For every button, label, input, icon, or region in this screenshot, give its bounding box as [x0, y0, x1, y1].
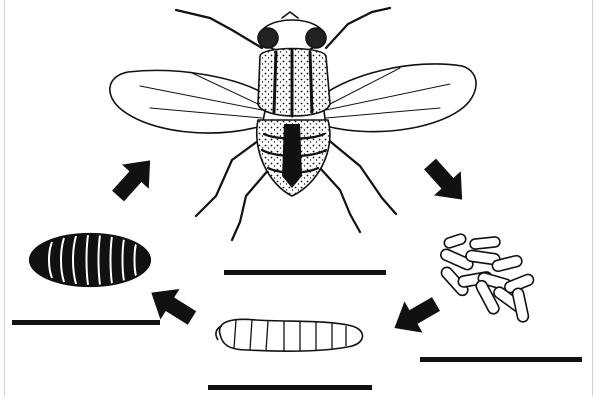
blank-line-pupa [12, 320, 160, 325]
eggs-illustration [439, 233, 535, 323]
larva-illustration [216, 319, 363, 351]
blank-line-adult [224, 270, 386, 275]
right-frame-edge [592, 0, 593, 396]
adult-fly-illustration [110, 8, 476, 240]
arrow-pupa-to-adult [105, 148, 164, 208]
left-frame-edge [4, 0, 5, 396]
front-leg-left [176, 10, 262, 48]
right-eye [306, 28, 326, 48]
front-leg-right [326, 8, 390, 48]
fly-thorax [258, 49, 330, 117]
left-eye [258, 28, 278, 48]
arrow-adult-to-eggs [417, 152, 476, 212]
mid-leg-right [326, 138, 396, 214]
blank-line-eggs [420, 357, 582, 362]
arrow-eggs-to-larva [385, 288, 445, 343]
pupa-illustration [30, 234, 150, 286]
left-wing [110, 70, 268, 133]
blank-line-larva [208, 385, 372, 390]
hind-leg-right [320, 168, 360, 232]
mid-leg-left [196, 138, 262, 216]
hind-leg-left [232, 168, 270, 240]
right-wing [322, 64, 476, 132]
